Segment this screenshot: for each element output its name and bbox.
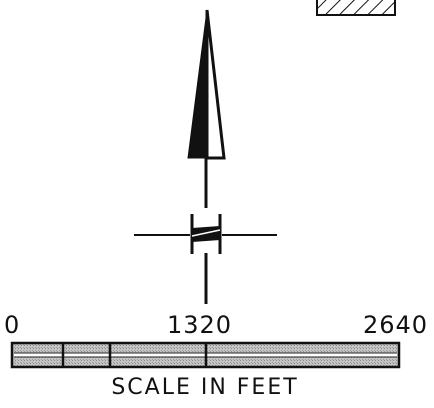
hatched-swatch-icon xyxy=(316,0,396,16)
north-letter-icon xyxy=(190,214,222,254)
north-arrow-left-half xyxy=(187,9,208,159)
north-arrow-icon xyxy=(134,9,277,304)
scale-tick-label-2640: 2640 xyxy=(363,311,429,339)
scale-tick-label-0: 0 xyxy=(4,311,21,339)
scale-caption: SCALE IN FEET xyxy=(111,375,299,400)
scale-bar xyxy=(10,341,401,369)
north-arrow-right-half xyxy=(205,9,226,160)
scale-tick-label-1320: 1320 xyxy=(167,311,233,339)
